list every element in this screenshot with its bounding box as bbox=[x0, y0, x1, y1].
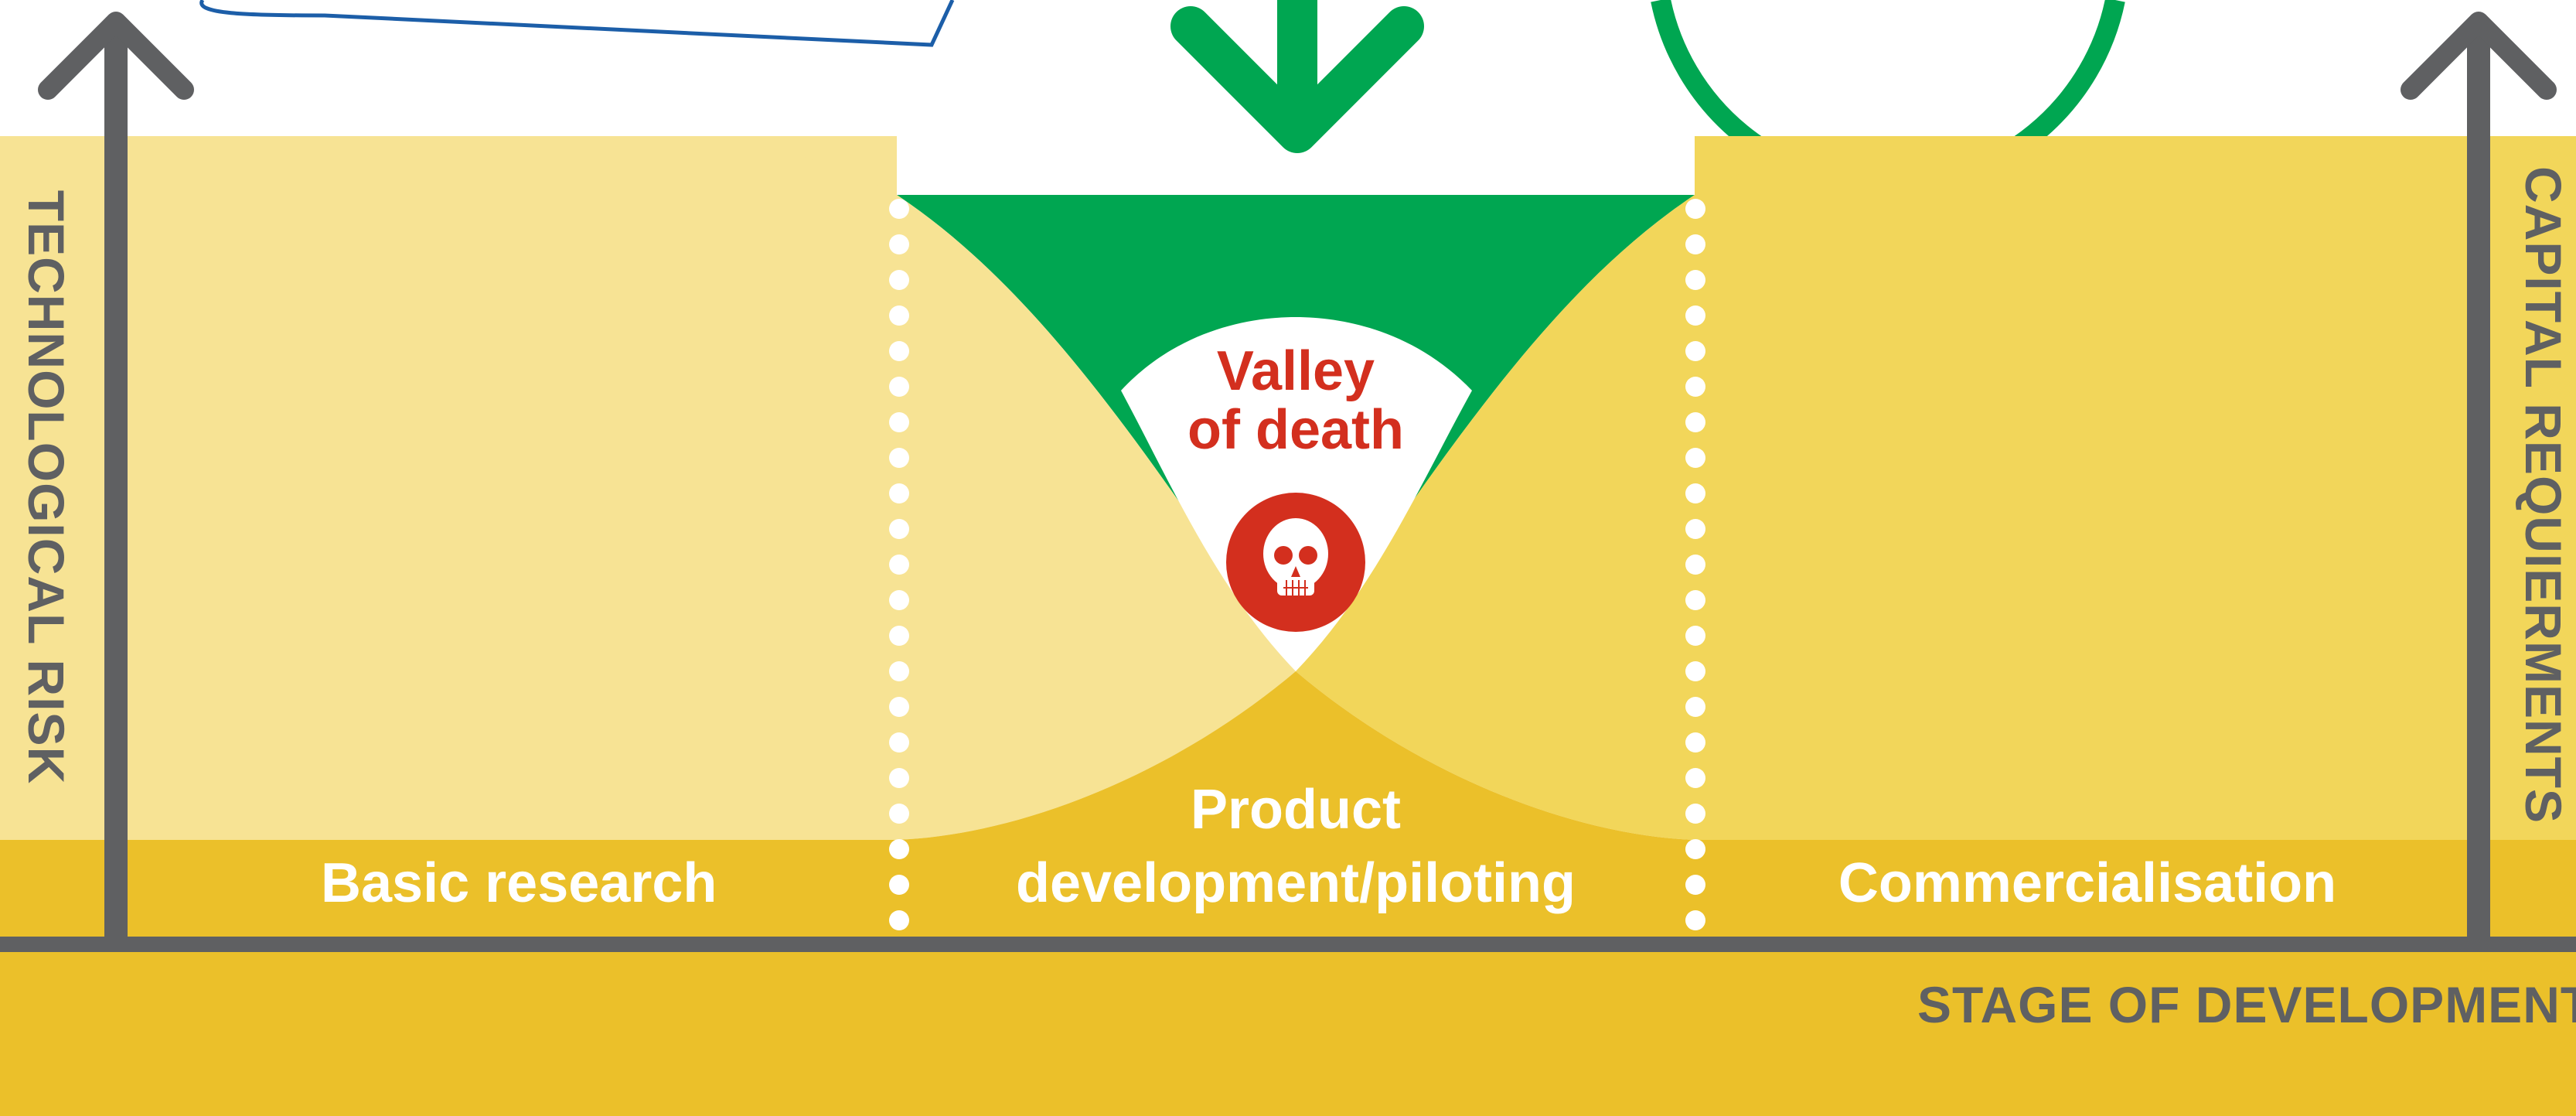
divider-dot bbox=[1685, 839, 1705, 859]
divider-dot bbox=[1685, 626, 1705, 646]
axis-label-technological-risk: TECHNOLOGICAL RISK bbox=[18, 189, 75, 785]
divider-dot bbox=[1685, 768, 1705, 788]
divider-dot bbox=[1685, 483, 1705, 503]
divider-dot bbox=[889, 804, 909, 824]
product-development-peak bbox=[897, 671, 1695, 840]
divider-dot bbox=[1685, 804, 1705, 824]
down-arrow-icon bbox=[1170, 0, 1424, 153]
left-hump bbox=[0, 136, 897, 840]
valley-title-line1: Valley bbox=[1216, 340, 1375, 402]
divider-dot bbox=[1685, 697, 1705, 717]
divider-dot bbox=[889, 839, 909, 859]
divider-dot bbox=[1685, 519, 1705, 539]
divider-dot bbox=[889, 555, 909, 575]
stage-label-band bbox=[0, 840, 2576, 940]
stage-label-product-development-line1: Product bbox=[1190, 779, 1401, 841]
divider-dot bbox=[1685, 875, 1705, 895]
divider-dot bbox=[889, 199, 909, 219]
axis-label-capital-requirements: CAPITAL REQUIERMENTS bbox=[2515, 166, 2572, 824]
divider-dot bbox=[1685, 661, 1705, 681]
divider-dot bbox=[889, 626, 909, 646]
divider-dot bbox=[1685, 305, 1705, 326]
valley-title-line2: of death bbox=[1187, 399, 1404, 461]
divider-dot bbox=[1685, 412, 1705, 432]
divider-dot bbox=[1685, 590, 1705, 610]
divider-dot bbox=[889, 412, 909, 432]
divider-dot bbox=[889, 483, 909, 503]
divider-dot bbox=[889, 768, 909, 788]
divider-dot bbox=[889, 270, 909, 290]
left-axis-arrow-icon bbox=[38, 12, 194, 944]
stage-label-product-development-line2: development/piloting bbox=[1015, 852, 1576, 914]
divider-dot bbox=[1685, 234, 1705, 254]
divider-dot bbox=[1685, 448, 1705, 468]
divider-dot bbox=[889, 519, 909, 539]
axis-label-stage-of-development: STAGE OF DEVELOPMENT bbox=[1917, 976, 2576, 1033]
valley-right-slope bbox=[1296, 195, 1695, 840]
skull-icon bbox=[1226, 493, 1365, 632]
divider-dot bbox=[889, 305, 909, 326]
stage-label-basic-research: Basic research bbox=[321, 852, 717, 914]
divider-dot bbox=[889, 448, 909, 468]
divider-dot bbox=[1685, 199, 1705, 219]
divider-dot bbox=[889, 875, 909, 895]
divider-dot bbox=[889, 910, 909, 930]
divider-dot bbox=[889, 697, 909, 717]
valley-left-slope bbox=[897, 195, 1296, 840]
divider-dot bbox=[889, 341, 909, 361]
stage-label-commercialisation: Commercialisation bbox=[1838, 852, 2337, 914]
divider-dot bbox=[1685, 270, 1705, 290]
divider-dot bbox=[889, 590, 909, 610]
divider-dot bbox=[889, 661, 909, 681]
callout-box-outline bbox=[199, 0, 955, 47]
divider-dot bbox=[1685, 732, 1705, 753]
footer-band bbox=[0, 948, 2576, 1116]
right-hump bbox=[1695, 136, 2576, 840]
divider-dot bbox=[1685, 341, 1705, 361]
divider-dot bbox=[889, 234, 909, 254]
right-axis-arrow-icon bbox=[2401, 12, 2557, 944]
divider-dot bbox=[1685, 910, 1705, 930]
divider-dot bbox=[1685, 555, 1705, 575]
divider-dot bbox=[889, 377, 909, 397]
stage-divider-right bbox=[1685, 199, 1705, 930]
divider-dot bbox=[1685, 377, 1705, 397]
stage-divider-left bbox=[889, 199, 909, 930]
divider-dot bbox=[889, 732, 909, 753]
